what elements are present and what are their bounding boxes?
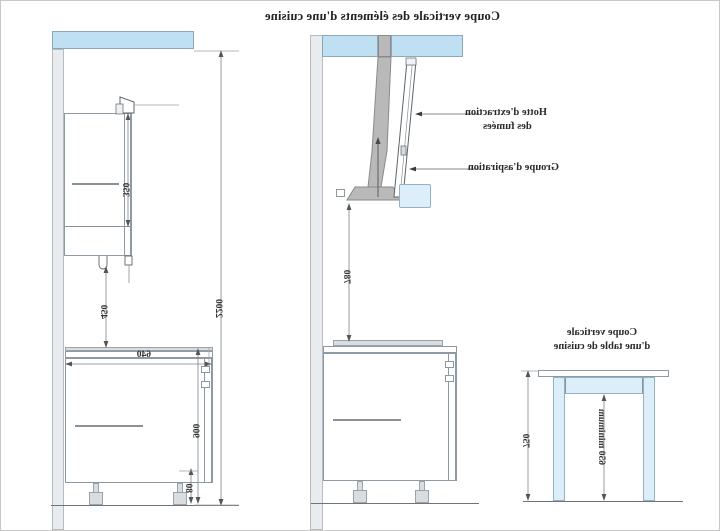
dimension-label-750: 750 [520,433,530,448]
